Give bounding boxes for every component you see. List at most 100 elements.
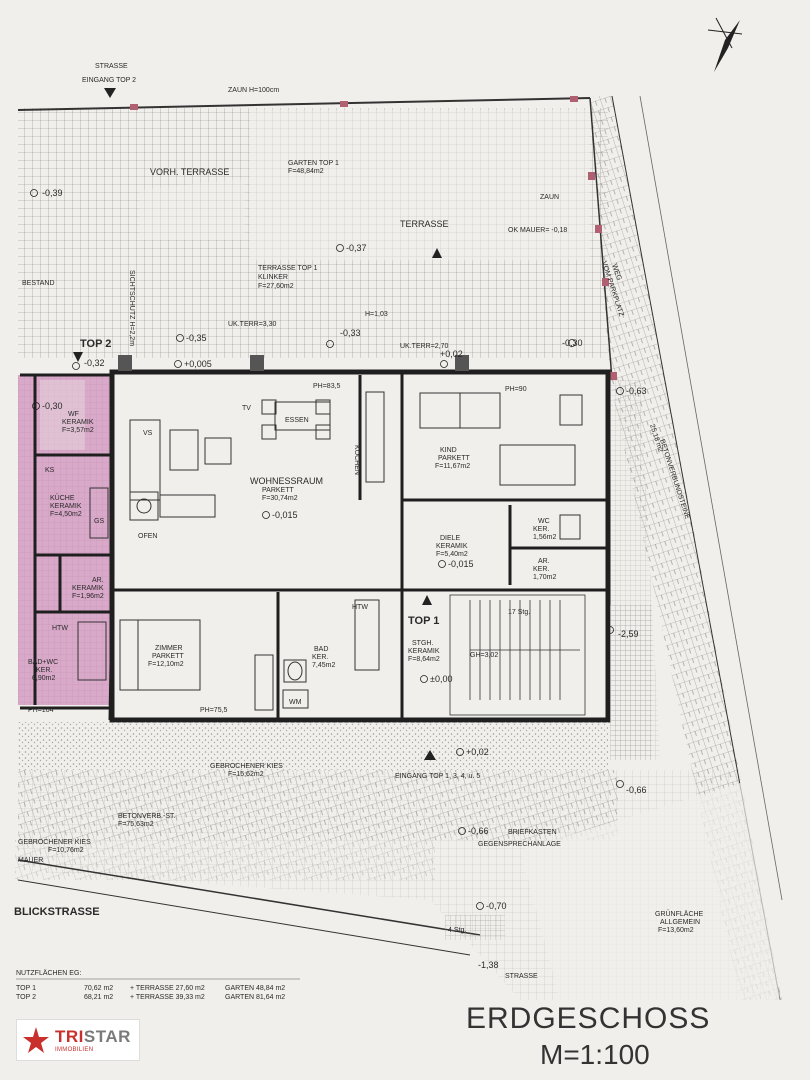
area-row-unit: TOP 1 [16,985,36,992]
tristar-star-icon [23,1027,49,1053]
label-diele: DIELE [440,535,461,542]
label-eingang-top2: EINGANG TOP 2 [82,77,136,84]
label-bad-area: 7,45m2 [312,662,335,669]
label-stgh-mat: KERAMIK [408,648,440,655]
label-bad-wc-mat: KER. [36,667,52,674]
label-ph-755: PH=75,5 [200,707,228,714]
usable-area-table: NUTZFLÄCHEN EG: TOP 1 70,62 m2 + TERRASSE … [16,969,300,1001]
level-11: -0,63 [626,386,647,396]
label-ofen: OFEN [138,533,157,540]
label-top1: TOP 1 [408,615,439,627]
label-stgh-area: F=8,64m2 [408,656,440,663]
label-strasse-top: STRASSE [95,63,128,70]
label-mauer: MAUER [18,857,43,864]
label-gruenflaeche-sub: ALLGEMEIN [660,919,700,926]
label-ar-right: AR. [538,558,550,565]
label-terrasse-top1-area: F=27,60m2 [258,283,294,290]
level-3: -0,35 [186,333,207,343]
level-17: -0,70 [486,901,507,911]
tristar-logo: TRISTAR IMMOBILIEN [16,1019,140,1061]
label-gruenflaeche-area: F=13,60m2 [658,927,694,934]
label-gh: GH=3,02 [470,652,498,659]
area-row-flaeche: 70,62 m2 [84,985,113,992]
label-garten-top1-area: F=48,84m2 [288,168,324,175]
label-essen: ESSEN [285,417,309,424]
label-terrasse-top1-mat: KLINKER [258,274,288,281]
label-vorh-terrasse: VORH. TERRASSE [150,167,229,177]
label-kind-mat: PARKETT [438,455,470,462]
logo-subtitle: IMMOBILIEN [55,1046,94,1053]
level-12: -2,59 [618,629,639,639]
label-wf-mat: KERAMIK [62,419,94,426]
label-stgh: STGH. [412,640,433,647]
label-ks: KS [45,467,55,474]
label-wf-area: F=3,57m2 [62,427,94,434]
level-markers: -0,39 -0,37 -0,35 -0,33 +0,02 -0,30 -0,3… [30,188,647,970]
area-row-garten: GARTEN 81,64 m2 [225,994,285,1001]
label-stg4: 4 Stg. [448,927,466,934]
drawing-scale: M=1:100 [540,1039,650,1070]
label-wohnraum-mat: PARKETT [262,487,294,494]
label-betonverb-area: F=75,63m2 [118,821,154,828]
building-walls [109,369,611,723]
furniture [77,391,583,711]
level-14: +0,02 [466,747,489,757]
level-2: -0,37 [346,243,367,253]
label-ph-835: PH=83,5 [313,383,341,390]
label-gebrochener-kies: GEBROCHENER KIES [210,763,283,770]
label-terrasse: TERRASSE [400,219,449,229]
label-bad: BAD [314,646,328,653]
stairwell [449,594,586,716]
label-gebrochener-kies2: GEBROCHENER KIES [18,839,91,846]
level-10: -0,015 [448,559,474,569]
level-1: -0,39 [42,188,63,198]
level-8: +0,005 [184,359,212,369]
label-ph-90: PH=90 [505,386,527,393]
label-bestand: BESTAND [22,280,55,287]
area-row-terrasse: + TERRASSE 39,33 m2 [130,994,205,1001]
gravel-strip [18,722,608,770]
label-kind: KIND [440,447,457,454]
label-wohnraum-area: F=30,74m2 [262,495,298,502]
area-row-terrasse: + TERRASSE 27,60 m2 [130,985,205,992]
label-kueche-mat: KERAMIK [50,503,82,510]
area-heading: NUTZFLÄCHEN EG: [16,969,81,977]
label-zimmer-area: F=12,10m2 [148,661,184,668]
drawing-title: ERDGESCHOSS [466,1002,710,1035]
label-sichtschutz: SICHTSCHUTZ H=2,2m [128,270,135,346]
area-row-garten: GARTEN 48,84 m2 [225,985,285,992]
label-wc: WC [538,518,550,525]
label-gs: GS [94,518,104,525]
label-vs: VS [143,430,153,437]
label-top2: TOP 2 [80,338,111,350]
label-htw: HTW [52,625,68,632]
label-wf: WF [68,411,79,418]
label-wm: WM [289,699,302,706]
label-kueche-area: F=4,50m2 [50,511,82,518]
level-19: -0,30 [562,338,583,348]
label-wohnraum: WOHNESSRAUM [250,476,323,486]
label-ar-left-area: F=1,96m2 [72,593,104,600]
label-gegensprechanlage: GEGENSPRECHANLAGE [478,841,561,848]
level-9: -0,015 [272,510,298,520]
label-zimmer-mat: PARKETT [152,653,184,660]
level-18: -1,38 [478,960,499,970]
level-13: ±0,00 [430,674,452,684]
label-wc-mat: KER. [533,526,549,533]
level-4: -0,33 [340,328,361,338]
label-diele-area: F=5,40m2 [436,551,468,558]
label-stg-note: 17 Stg. [508,609,530,616]
label-tv: TV [242,405,251,412]
label-betonverb: BETONVERB.-ST. [118,813,175,820]
level-6: -0,30 [42,401,63,411]
label-bad-wc: BAD+WC [28,659,58,666]
logo-brand: TRISTAR [55,1026,131,1046]
label-briefkasten: BRIEFKASTEN [508,829,557,836]
label-wc-area: 1,56m2 [533,534,556,541]
label-bad-mat: KER. [312,654,328,661]
level-15: -0,66 [626,785,647,795]
area-row-flaeche: 68,21 m2 [84,994,113,1001]
level-7: -0,32 [84,358,105,368]
